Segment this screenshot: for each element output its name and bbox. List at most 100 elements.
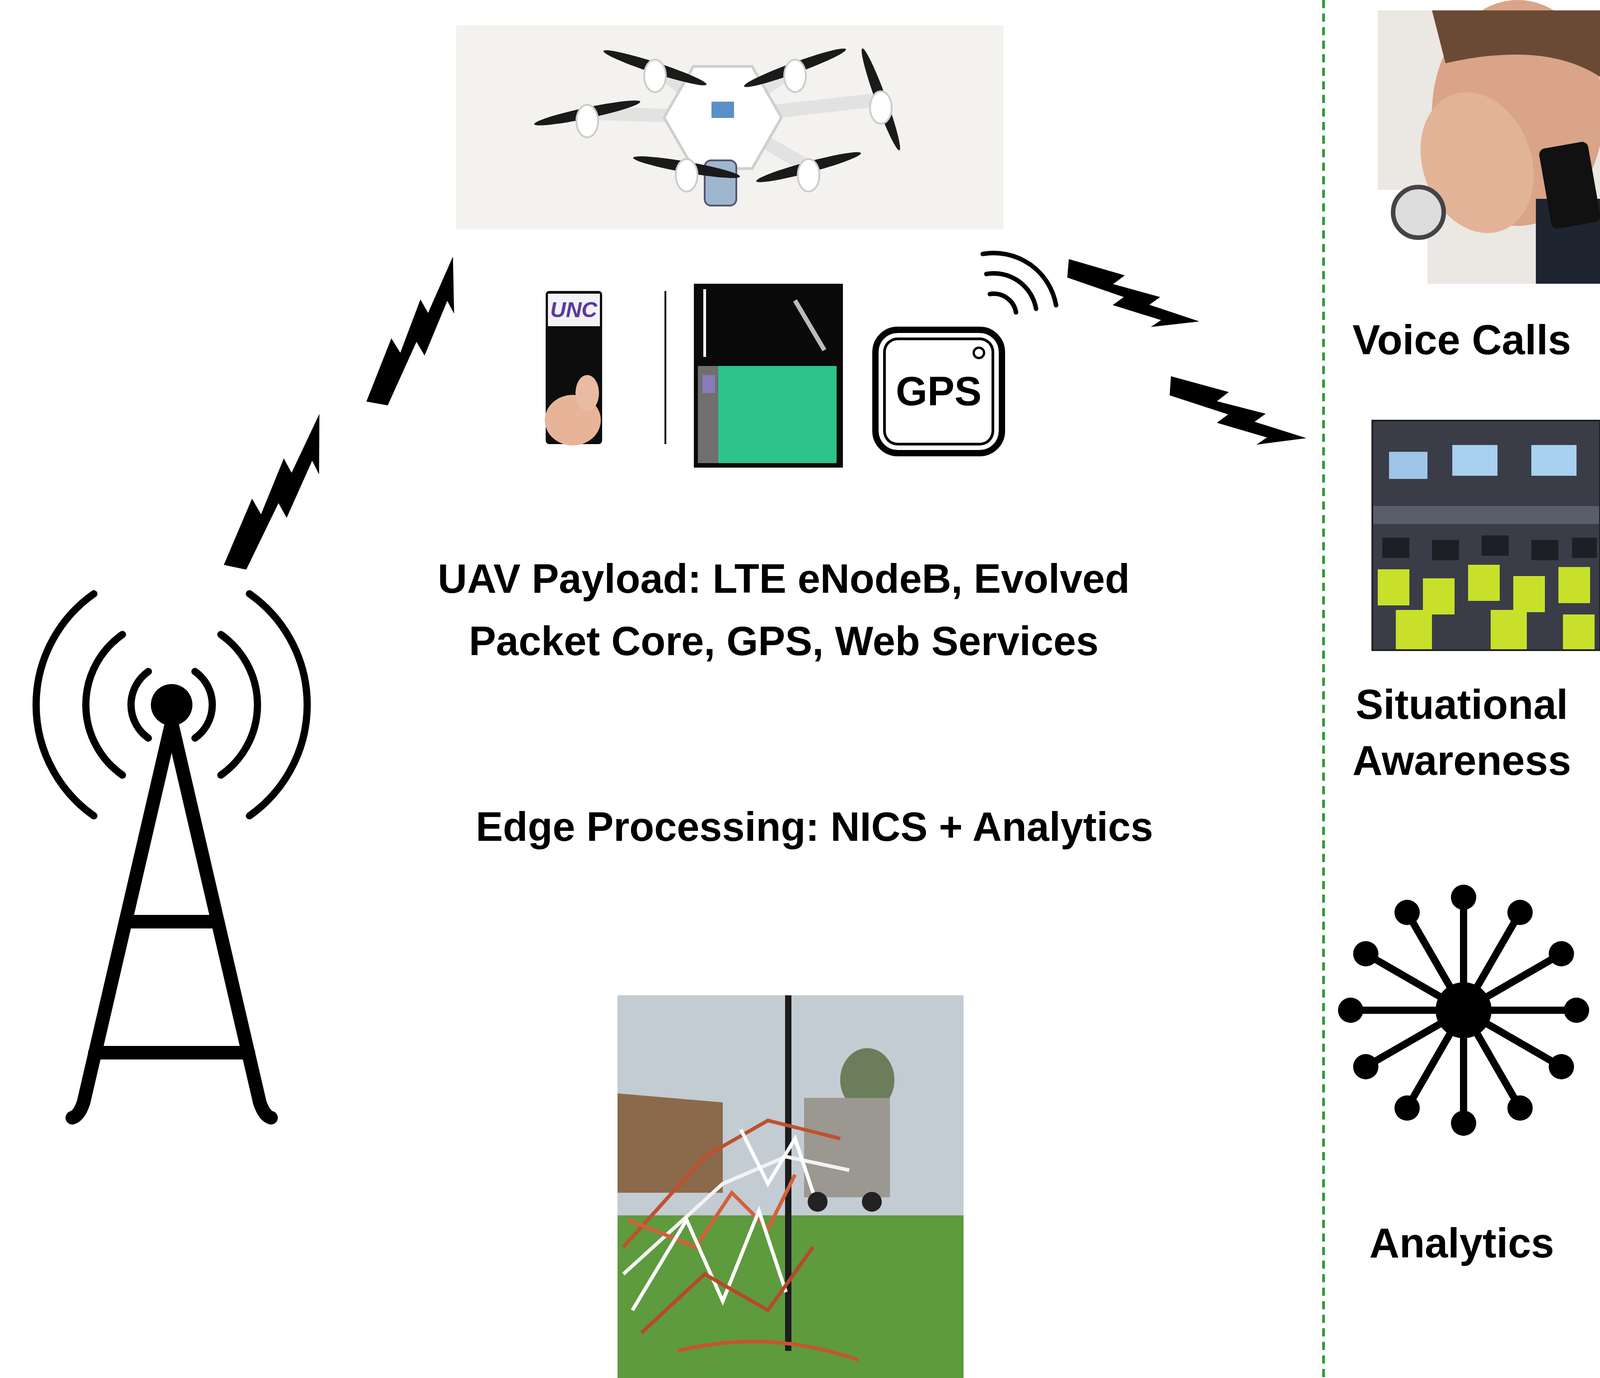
photo-building (617, 1093, 723, 1193)
tower-mast-part (94, 1045, 249, 1060)
photo-crowd (1372, 505, 1600, 524)
photo-screen (1452, 444, 1498, 476)
signal-arcs-part (982, 252, 1057, 306)
photo-computers-part (1571, 537, 1597, 558)
hub-spokes (1350, 897, 1577, 1123)
tower-waves-part (36, 593, 94, 816)
photo-ground (456, 25, 1004, 230)
signal-arcs (982, 252, 1057, 313)
device-panel (697, 365, 719, 464)
edge-label: Edge Processing: NICS + Analytics (475, 802, 1154, 852)
drone-rotors-part (601, 46, 709, 93)
photo-vests-part (1422, 578, 1455, 615)
photo-pole (785, 995, 792, 1351)
photo-ground (1372, 420, 1600, 651)
signal-arcs-part (989, 293, 1016, 313)
photo-vests (1377, 564, 1595, 651)
photo-computers-part (1531, 539, 1559, 561)
drone-rotors-part (742, 44, 848, 93)
hub-dots-part (1563, 997, 1590, 1023)
drone-rotors-part-part (857, 46, 905, 153)
hub-dots-part (1338, 997, 1364, 1023)
drone-logo (711, 101, 735, 118)
tower-waves-part (85, 634, 123, 775)
photo-lattice-part (627, 1174, 796, 1247)
photo-phone (1538, 140, 1600, 230)
photo-screen (1389, 451, 1428, 479)
payload-label: UAV Payload: LTE eNodeB, Evolved Packet … (377, 547, 1191, 673)
photo-lattice-part (641, 1246, 814, 1333)
tower-mast-part (125, 914, 218, 929)
photo-vests-part (1562, 614, 1595, 651)
drone-rotors-part-part (675, 159, 698, 192)
photo-watch (1393, 187, 1444, 238)
photo-vests-part (1395, 609, 1432, 651)
lightning-bolt (346, 256, 489, 414)
photo-vests-part (1558, 566, 1591, 604)
tower-top (150, 683, 193, 726)
drone-picture (456, 25, 1004, 230)
photo-vests-part (1513, 575, 1545, 613)
hub-dots-part (1450, 1110, 1477, 1136)
photo-vests-part (1490, 609, 1527, 651)
photo-lattice (623, 1120, 859, 1360)
tower-waves-part (195, 671, 213, 738)
hub-dots-part (1548, 1053, 1575, 1080)
photo-computers-part (1431, 539, 1460, 561)
photo-vests-part (1468, 564, 1500, 601)
photo-truck (804, 1097, 890, 1198)
hub-dots-part (1394, 1095, 1420, 1121)
logo-text: UNC (550, 296, 598, 323)
drone-rotors-part (632, 152, 742, 192)
hub-dots-part (1353, 1053, 1379, 1080)
signal-arcs-part (986, 273, 1037, 309)
damaged-tower-photo (617, 995, 964, 1378)
lightning-bolt (202, 413, 356, 579)
photo-frame (1372, 420, 1600, 651)
hub-dots-part (1353, 940, 1379, 967)
analytics-icon (1338, 884, 1590, 1136)
photo-lattice-part (632, 1210, 786, 1310)
photo-sky (617, 995, 964, 1378)
unc-card (544, 290, 603, 446)
photo-hair (1431, 10, 1600, 77)
device-screen (718, 365, 837, 464)
photo-wheel (861, 1191, 882, 1212)
photo-vests-part (1377, 569, 1410, 606)
device-antenna (795, 300, 825, 351)
thumb (575, 374, 599, 412)
drone-rotors-part-part (576, 104, 599, 138)
photo-lattice-part (740, 1129, 814, 1193)
card-strip (547, 293, 600, 327)
photo-screen (1531, 444, 1577, 476)
hub-dots-part (1507, 899, 1533, 926)
tower-waves-part (130, 671, 149, 738)
gps-icon: GPS (872, 326, 1006, 457)
drone-rotors (533, 44, 905, 192)
operations-room-photo (1372, 420, 1600, 651)
photo-computers-part (1382, 537, 1410, 558)
service-label: Situational Awareness (1326, 676, 1598, 789)
hub-dots-part (1394, 899, 1420, 926)
divider-line (1322, 0, 1325, 1378)
photo-lattice-part (623, 1156, 850, 1274)
drone-rotors-part (857, 46, 905, 153)
drone-rotors-part-part (644, 59, 666, 93)
photo-lattice-part (623, 1120, 841, 1247)
wireless-bolts (202, 239, 1307, 578)
radio-device (693, 283, 843, 468)
tower-waves-part (249, 593, 308, 816)
device-logo (702, 374, 716, 393)
lightning-bolt (1059, 239, 1200, 354)
hub-dots-part (1450, 884, 1477, 910)
device-body (693, 283, 843, 468)
separator-line (664, 290, 667, 445)
drone-rotors-part-part (870, 91, 892, 124)
voice-call-photo (1377, 0, 1600, 284)
tower-waves (36, 593, 308, 816)
device-antenna (703, 289, 707, 357)
tower-waves-part (220, 634, 258, 775)
photo-computers (1382, 535, 1597, 561)
service-label: Voice Calls (1352, 314, 1572, 365)
